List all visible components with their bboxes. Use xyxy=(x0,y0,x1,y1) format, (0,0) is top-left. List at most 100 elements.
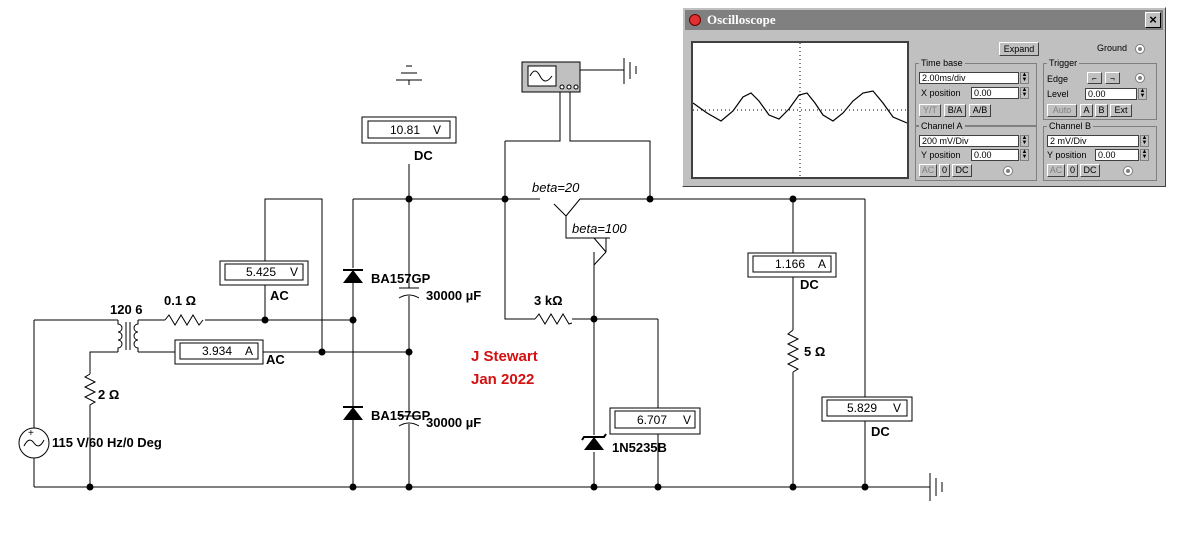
load-current-mode-label: DC xyxy=(800,277,819,292)
trigger-group xyxy=(1043,63,1157,120)
channel-b-scale-spinner[interactable]: ▲▼ xyxy=(1140,135,1149,147)
trigger-auto-button[interactable]: Auto xyxy=(1047,104,1077,117)
voltmeter-zener-box[interactable] xyxy=(609,407,701,435)
channel-a-ypos-label: Y position xyxy=(921,150,961,160)
mode-ab-button[interactable]: A/B xyxy=(969,104,991,117)
zener-label: 1N5235B xyxy=(612,440,667,455)
xpos-field[interactable]: 0.00 xyxy=(971,87,1019,99)
timebase-spinner[interactable]: ▲▼ xyxy=(1020,72,1029,84)
junction-dots xyxy=(86,195,869,491)
oscilloscope-app-icon xyxy=(689,14,701,26)
timebase-title: Time base xyxy=(919,58,965,68)
channel-b-dc-button[interactable]: DC xyxy=(1080,164,1100,177)
voltmeter-top-box[interactable] xyxy=(361,116,457,144)
channel-a-title: Channel A xyxy=(919,121,965,131)
q1-beta-label: beta=20 xyxy=(532,180,580,195)
channel-b-ypos-spinner[interactable]: ▲▼ xyxy=(1140,149,1149,161)
mode-yt-button[interactable]: Y/T xyxy=(919,104,941,117)
channel-a-zero-button[interactable]: 0 xyxy=(939,164,950,177)
channel-a-scale-field[interactable]: 200 mV/Div xyxy=(919,135,1019,147)
svg-text:+: + xyxy=(28,428,34,439)
oscilloscope-titlebar[interactable]: Oscilloscope × xyxy=(685,10,1163,30)
edge-radio[interactable] xyxy=(1135,73,1145,83)
channel-b-ypos-label: Y position xyxy=(1047,150,1087,160)
level-spinner[interactable]: ▲▼ xyxy=(1138,88,1147,100)
timebase-field[interactable]: 2.00ms/div xyxy=(919,72,1019,84)
channel-a-ac-button[interactable]: AC xyxy=(919,164,937,177)
channel-b-radio[interactable] xyxy=(1123,166,1133,176)
ground-radio[interactable] xyxy=(1135,44,1145,54)
diode-symbol-bottom xyxy=(343,406,363,420)
trigger-b-button[interactable]: B xyxy=(1095,104,1108,117)
ac-source-label: 115 V/60 Hz/0 Deg xyxy=(52,435,162,450)
q2-beta-label: beta=100 xyxy=(572,221,627,236)
ac-voltage-value: 5.425 xyxy=(246,265,276,279)
top-dc-voltage-unit: V xyxy=(433,123,441,137)
waveform-trace xyxy=(692,90,908,124)
channel-b-zero-button[interactable]: 0 xyxy=(1067,164,1078,177)
ac-current-value: 3.934 xyxy=(202,344,232,358)
voltmeter-output-box[interactable] xyxy=(821,396,913,422)
channel-b-ac-button[interactable]: AC xyxy=(1047,164,1065,177)
transformer-label: 120 6 xyxy=(110,302,143,317)
channel-a-radio[interactable] xyxy=(1003,166,1013,176)
waveform-plot xyxy=(692,43,908,177)
channel-b-ypos-field[interactable]: 0.00 xyxy=(1095,149,1139,161)
timebase-group xyxy=(915,63,1037,126)
top-dc-mode-label: DC xyxy=(414,148,433,163)
ac-current-unit: A xyxy=(245,344,253,358)
resistor-symbol-series xyxy=(164,314,204,326)
oscilloscope-instrument-icon[interactable] xyxy=(521,61,581,93)
ground-symbol-rail xyxy=(929,473,943,501)
author-name: J Stewart xyxy=(471,348,538,365)
level-label: Level xyxy=(1047,89,1069,99)
channel-a-ypos-field[interactable]: 0.00 xyxy=(971,149,1019,161)
ac-voltage-unit: V xyxy=(290,265,298,279)
zener-voltage-value: 6.707 xyxy=(637,413,667,427)
capacitor-top-label: 30000 µF xyxy=(426,288,481,303)
top-dc-voltage-value: 10.81 xyxy=(390,123,420,137)
ammeter-ac-box[interactable] xyxy=(174,339,264,365)
trigger-ext-button[interactable]: Ext xyxy=(1110,104,1132,117)
channel-b-scale-field[interactable]: 2 mV/Div xyxy=(1047,135,1139,147)
xpos-spinner[interactable]: ▲▼ xyxy=(1020,87,1029,99)
mode-ba-button[interactable]: B/A xyxy=(944,104,966,117)
rising-edge-icon[interactable]: ⌐ xyxy=(1087,72,1102,84)
voltmeter-ac-box[interactable] xyxy=(219,260,309,286)
xpos-label: X position xyxy=(921,88,961,98)
close-button[interactable]: × xyxy=(1145,12,1161,28)
load-current-value: 1.166 xyxy=(775,257,805,271)
channel-a-group xyxy=(915,126,1037,181)
author-date: Jan 2022 xyxy=(471,371,534,388)
ac-source-symbol: + xyxy=(18,427,50,459)
primary-resistor-label: 2 Ω xyxy=(98,387,119,402)
ammeter-load-box[interactable] xyxy=(747,252,837,278)
wires xyxy=(33,69,930,488)
load-current-unit: A xyxy=(818,257,826,271)
channel-a-ypos-spinner[interactable]: ▲▼ xyxy=(1020,149,1029,161)
output-voltage-value: 5.829 xyxy=(847,401,877,415)
channel-b-title: Channel B xyxy=(1047,121,1094,131)
capacitor-symbol-bottom xyxy=(398,415,420,427)
level-field[interactable]: 0.00 xyxy=(1085,88,1137,100)
channel-a-scale-spinner[interactable]: ▲▼ xyxy=(1020,135,1029,147)
output-voltage-mode-label: DC xyxy=(871,424,890,439)
trigger-title: Trigger xyxy=(1047,58,1080,68)
series-resistor-label: 0.1 Ω xyxy=(164,293,196,308)
base-resistor-label: 3 kΩ xyxy=(534,293,563,308)
capacitor-bottom-label: 30000 µF xyxy=(426,415,481,430)
channel-b-group xyxy=(1043,126,1157,181)
channel-a-dc-button[interactable]: DC xyxy=(952,164,972,177)
trigger-a-button[interactable]: A xyxy=(1080,104,1093,117)
oscilloscope-window[interactable]: Oscilloscope × Expand Ground Time base 2… xyxy=(682,7,1166,187)
expand-button[interactable]: Expand xyxy=(999,42,1039,56)
output-voltage-unit: V xyxy=(893,401,901,415)
ground-symbol-top xyxy=(396,65,422,81)
capacitor-symbol-top xyxy=(398,287,420,299)
ac-voltage-mode-label: AC xyxy=(270,288,289,303)
resistor-symbol-base xyxy=(534,313,573,325)
oscilloscope-title: Oscilloscope xyxy=(707,12,776,27)
edge-label: Edge xyxy=(1047,74,1069,84)
falling-edge-icon[interactable]: ¬ xyxy=(1105,72,1120,84)
